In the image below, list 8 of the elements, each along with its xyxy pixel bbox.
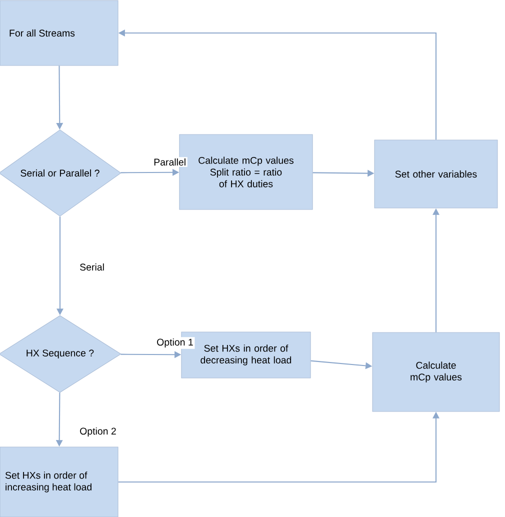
edge-label: Option 2 — [78, 426, 118, 438]
edge-label: Option 1 — [155, 337, 195, 349]
process-box: For all Streams — [0, 0, 118, 66]
process-box: Calculate mCp values — [372, 332, 500, 412]
process-box: Set HXs in order of increasing heat load — [0, 446, 118, 517]
process-box: Set other variables — [374, 140, 498, 208]
edge-label: Serial — [78, 262, 106, 272]
edge-label: Parallel — [152, 157, 188, 167]
